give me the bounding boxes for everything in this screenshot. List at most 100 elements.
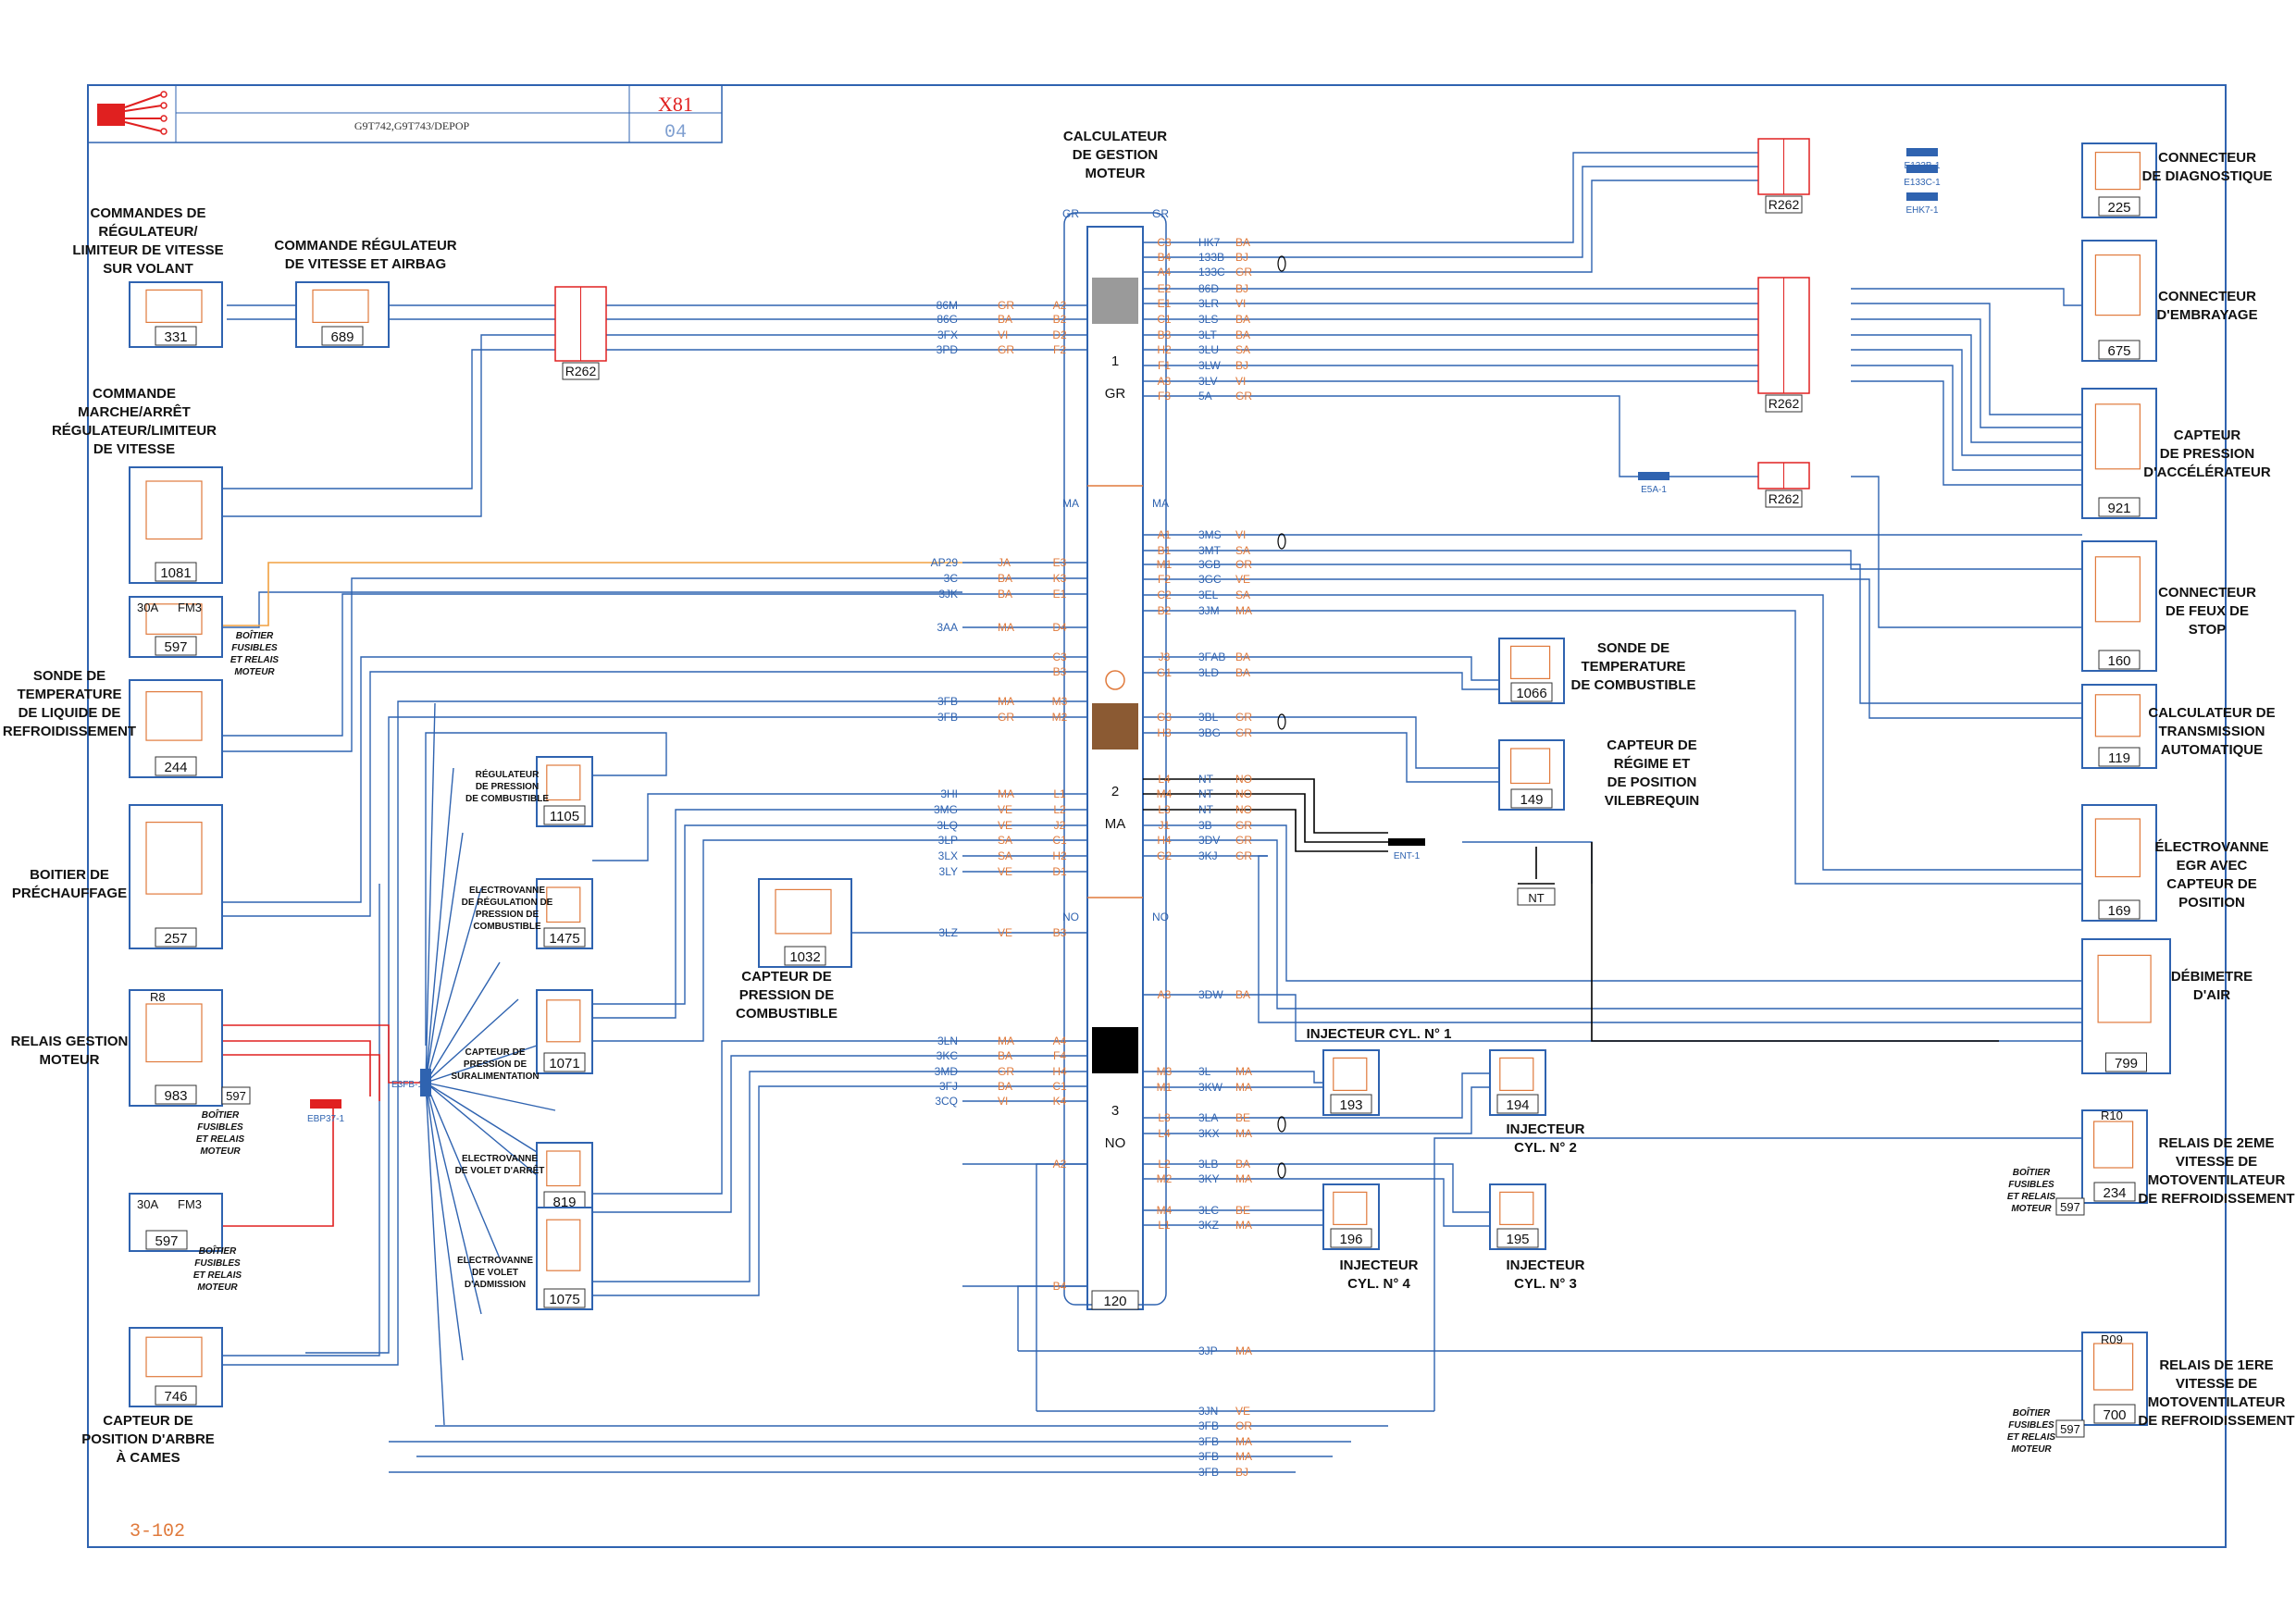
component-label: DE DIAGNOSTIQUE <box>2142 168 2273 184</box>
wire-code: 3PD <box>937 343 959 356</box>
pin-label: A2 <box>1053 299 1067 312</box>
wire-color: BE <box>1235 1204 1250 1217</box>
pin-label: G2 <box>1157 849 1172 862</box>
wire-color: BA <box>1235 1158 1250 1171</box>
svg-text:ET RELAIS: ET RELAIS <box>2007 1432 2056 1443</box>
wire-color: VE <box>998 926 1012 939</box>
wire-color: BA <box>998 1080 1012 1093</box>
component-label: MOTEUR <box>234 667 275 677</box>
component-label: PRESSION DE <box>464 1059 527 1070</box>
wire-color: JA <box>998 556 1011 569</box>
pin-label: A3 <box>1158 988 1172 1001</box>
component-id: 689 <box>330 329 354 345</box>
wire-color: BA <box>998 1049 1012 1062</box>
component-label: CAPTEUR DE <box>1607 737 1697 753</box>
wire-code: NT <box>1198 773 1214 786</box>
component-label: SUR VOLANT <box>103 261 193 277</box>
component-label: COMMANDES DE <box>90 205 205 221</box>
component-id: 921 <box>2107 501 2130 516</box>
splice-tag: E133C-1 <box>1904 178 1941 188</box>
component-label: VITESSE DE <box>2176 1376 2257 1392</box>
wire-code: 3KJ <box>1198 849 1218 862</box>
component-id: 331 <box>164 329 187 345</box>
svg-text:MOTEUR: MOTEUR <box>197 1282 238 1293</box>
wire-code: 86D <box>1198 282 1219 295</box>
pin-label: C1 <box>1052 1080 1067 1093</box>
component-id: 1071 <box>549 1056 579 1072</box>
component-label: PRESSION DE <box>739 987 835 1003</box>
svg-text:FUSIBLES: FUSIBLES <box>197 1122 243 1133</box>
component-label: CYL. N° 2 <box>1514 1140 1577 1156</box>
pin-label: M3 <box>1157 1065 1173 1078</box>
wire-color: MA <box>1235 1172 1252 1185</box>
svg-text:30A: 30A <box>137 601 158 614</box>
connector-tag: R262 <box>565 364 597 378</box>
wire-color: GR <box>1235 849 1252 862</box>
wire-color: BA <box>1235 988 1250 1001</box>
wire-code: 3HI <box>940 787 958 800</box>
splice-tag: EHK7-1 <box>1905 205 1938 216</box>
wire-color: VI <box>1235 528 1246 541</box>
ebp37-connector <box>310 1099 341 1109</box>
pin-label: L4 <box>1158 1127 1171 1140</box>
component-label: INJECTEUR <box>1339 1258 1418 1273</box>
component-label: DE FEUX DE <box>2166 603 2249 619</box>
frame <box>87 84 2227 1548</box>
svg-text:597: 597 <box>2060 1200 2080 1214</box>
sheet-number: 04 <box>664 122 687 143</box>
connector-tag: R262 <box>1769 197 1800 212</box>
wire-code: 3JK <box>938 588 958 601</box>
component-160 <box>2081 540 2157 672</box>
component-label: AUTOMATIQUE <box>2161 742 2263 758</box>
pin-label: L4 <box>1158 773 1171 786</box>
pin-label: B2 <box>1053 313 1067 326</box>
wire-code: 3BL <box>1198 711 1219 724</box>
component-label: COMBUSTIBLE <box>736 1006 838 1022</box>
svg-text:ET RELAIS: ET RELAIS <box>193 1270 242 1281</box>
component-label: TRANSMISSION <box>2158 724 2265 739</box>
component-label: D'ACCÉLÉRATEUR <box>2143 465 2271 480</box>
pin-label: L2 <box>1053 803 1066 816</box>
svg-text:FM3: FM3 <box>178 1197 202 1211</box>
wire-color: MA <box>1235 1435 1252 1448</box>
component-label: VITESSE DE <box>2176 1154 2257 1170</box>
pin-label: M4 <box>1157 1204 1173 1217</box>
pin-label: E1 <box>1158 297 1172 310</box>
component-id: 1075 <box>549 1292 579 1307</box>
component-label: RÉGULATEUR <box>476 768 540 780</box>
red-wires <box>222 1024 426 1227</box>
wire-color: NO <box>1235 773 1252 786</box>
component-label: COMMANDE RÉGULATEUR <box>274 238 456 254</box>
wire-color: GR <box>1235 834 1252 847</box>
component-id: 225 <box>2107 200 2130 216</box>
pin-label: F4 <box>1053 1049 1066 1062</box>
wire-code: 3LB <box>1198 1158 1218 1171</box>
component-label: INJECTEUR <box>1506 1121 1584 1137</box>
component-label: DE VITESSE <box>93 441 175 457</box>
wire-color: VI <box>998 328 1008 341</box>
pin-label: A3 <box>1158 375 1172 388</box>
wire-color: BA <box>998 313 1012 326</box>
component-label: RÉGULATEUR/ <box>98 224 198 240</box>
svg-text:EBP37-1: EBP37-1 <box>307 1114 344 1124</box>
component-label: DÉBIMETRE <box>2171 969 2253 985</box>
wire-color: MA <box>1235 604 1252 617</box>
wire-code: 3EL <box>1198 588 1219 601</box>
wire-color: VE <box>1235 1405 1250 1418</box>
svg-text:BOÎTIER: BOÎTIER <box>2013 1406 2051 1419</box>
component-label: DE VITESSE ET AIRBAG <box>285 256 446 272</box>
wire-code: 3LV <box>1198 375 1217 388</box>
svg-text:GR: GR <box>1105 386 1126 402</box>
wire-color: VI <box>1235 375 1246 388</box>
wire-code: 3FB <box>1198 1435 1219 1448</box>
wire-code: 3DW <box>1198 988 1223 1001</box>
wire-code: 3KC <box>937 1049 959 1062</box>
wire-code: 3MS <box>1198 528 1222 541</box>
wire-code: 3KX <box>1198 1127 1220 1140</box>
pin-label: L3 <box>1158 803 1171 816</box>
wire-code: 86G <box>937 313 958 326</box>
component-label: DE PRESSION <box>2160 446 2255 462</box>
component-label: RÉGIME ET <box>1614 756 1691 772</box>
wire-color: BJ <box>1235 251 1248 264</box>
